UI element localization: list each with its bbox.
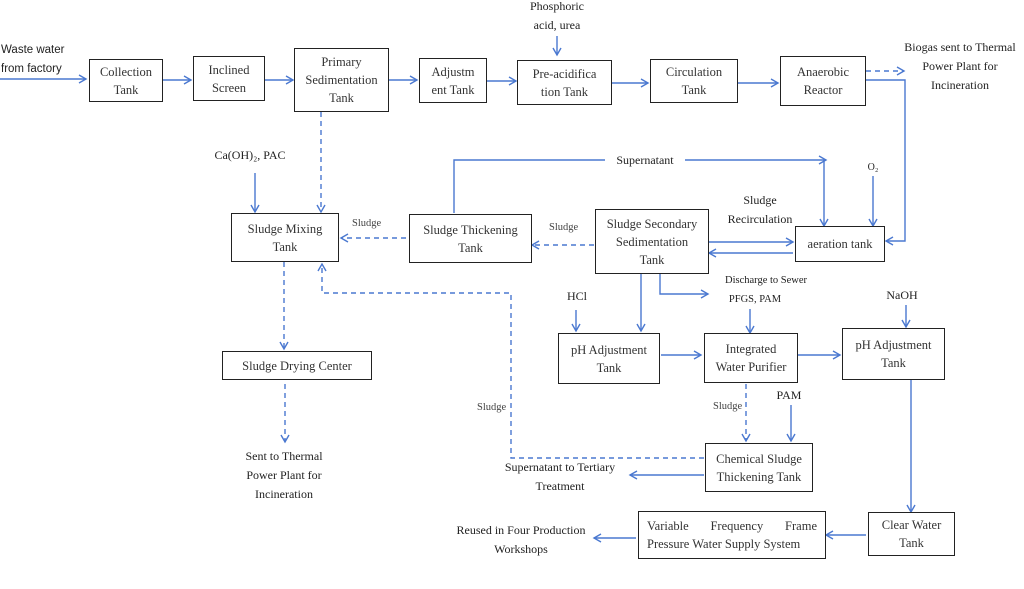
sludge-drying-output-label: Sent to Thermal Power Plant for Incinera… [245,449,323,501]
adjustment-tank-node: Adjustm ent Tank [419,58,487,103]
pre-acidification-tank-node: Pre-acidifica tion Tank [517,60,612,105]
phosphoric-acid-urea-label: Phosphoric acid, urea [530,0,584,32]
arrow-supernatant-to-aeration [453,155,828,213]
pfgs-pam-label: PFGS, PAM [728,294,782,305]
naoh-label: NaOH [886,288,918,302]
aeration-tank-node: aeration tank [795,226,885,262]
arrow-secondary-to-sewer [659,274,710,299]
sludge-mixing-tank-node: Sludge Mixing Tank [231,213,339,262]
discharge-to-sewer-label: Discharge to Sewer [724,275,808,286]
supernatant-tertiary-label: Supernatant to Tertiary Treatment [504,460,616,493]
sludge-label-thickening-to-mixing: Sludge [352,218,382,229]
arrow-chemical-to-mixing [317,262,704,459]
clear-water-tank-node: Clear Water Tank [868,512,955,556]
biogas-output-label: Biogas sent to Thermal Power Plant for I… [904,40,1016,92]
ph-adjustment-tank-1-node: pH Adjustment Tank [558,333,660,384]
primary-sedimentation-tank-node: Primary Sedimentation Tank [294,48,389,112]
sludge-secondary-sedimentation-tank-node: Sludge Secondary Sedimentation Tank [595,209,709,274]
sludge-thickening-tank-node: Sludge Thickening Tank [409,214,532,263]
reused-output-label: Reused in Four Production Workshops [456,523,586,556]
sludge-drying-center-node: Sludge Drying Center [222,351,372,380]
collection-tank-node: Collection Tank [89,59,163,102]
sludge-label-chemical-to-mixing: Sludge [477,402,507,413]
vfd-water-supply-system-node: Variable Frequency Frame Pressure Water … [638,511,826,559]
caoh2-pac-label: Ca(OH)₂, PAC [214,148,286,162]
circulation-tank-node: Circulation Tank [650,59,738,103]
waste-water-input-label: Waste water from factory [1,44,65,75]
arrow-anaerobic-to-aeration [866,79,906,246]
sludge-label-secondary-to-thickening: Sludge [549,222,579,233]
ph-adjustment-tank-2-node: pH Adjustment Tank [842,328,945,380]
sludge-label-purifier-to-chemical: Sludge [713,401,743,412]
supernatant-label: Supernatant [605,151,685,170]
chemical-sludge-thickening-tank-node: Chemical Sludge Thickening Tank [705,443,813,492]
inclined-screen-node: Inclined Screen [193,56,265,101]
o2-label: O₂ [867,162,879,173]
sludge-recirculation-label: Sludge Recirculation [727,193,793,226]
anaerobic-reactor-node: Anaerobic Reactor [780,56,866,106]
hcl-label: HCl [566,289,587,303]
pam-label: PAM [776,388,802,402]
integrated-water-purifier-node: Integrated Water Purifier [704,333,798,383]
